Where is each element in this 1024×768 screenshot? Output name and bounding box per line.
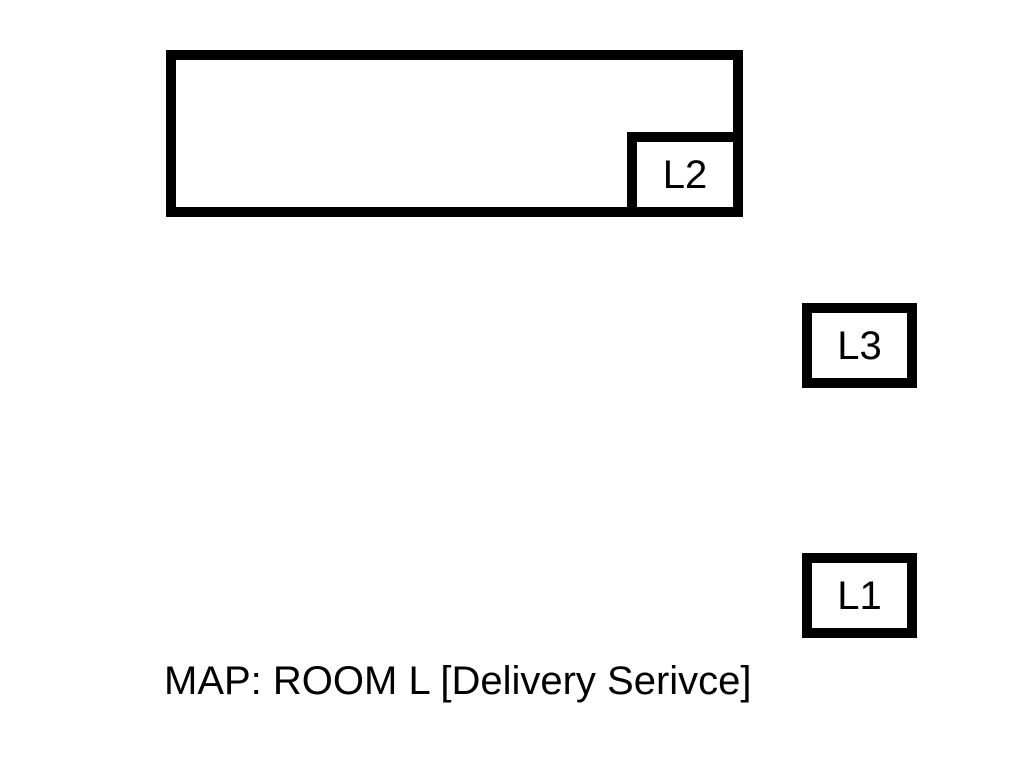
location-box-l1: L1	[802, 553, 917, 638]
location-box-l2: L2	[627, 132, 743, 217]
location-label: L3	[837, 323, 882, 368]
map-caption: MAP: ROOM L [Delivery Serivce]	[164, 659, 752, 703]
location-box-l3: L3	[802, 303, 917, 388]
location-label: L1	[837, 573, 882, 618]
location-label: L2	[662, 152, 708, 197]
